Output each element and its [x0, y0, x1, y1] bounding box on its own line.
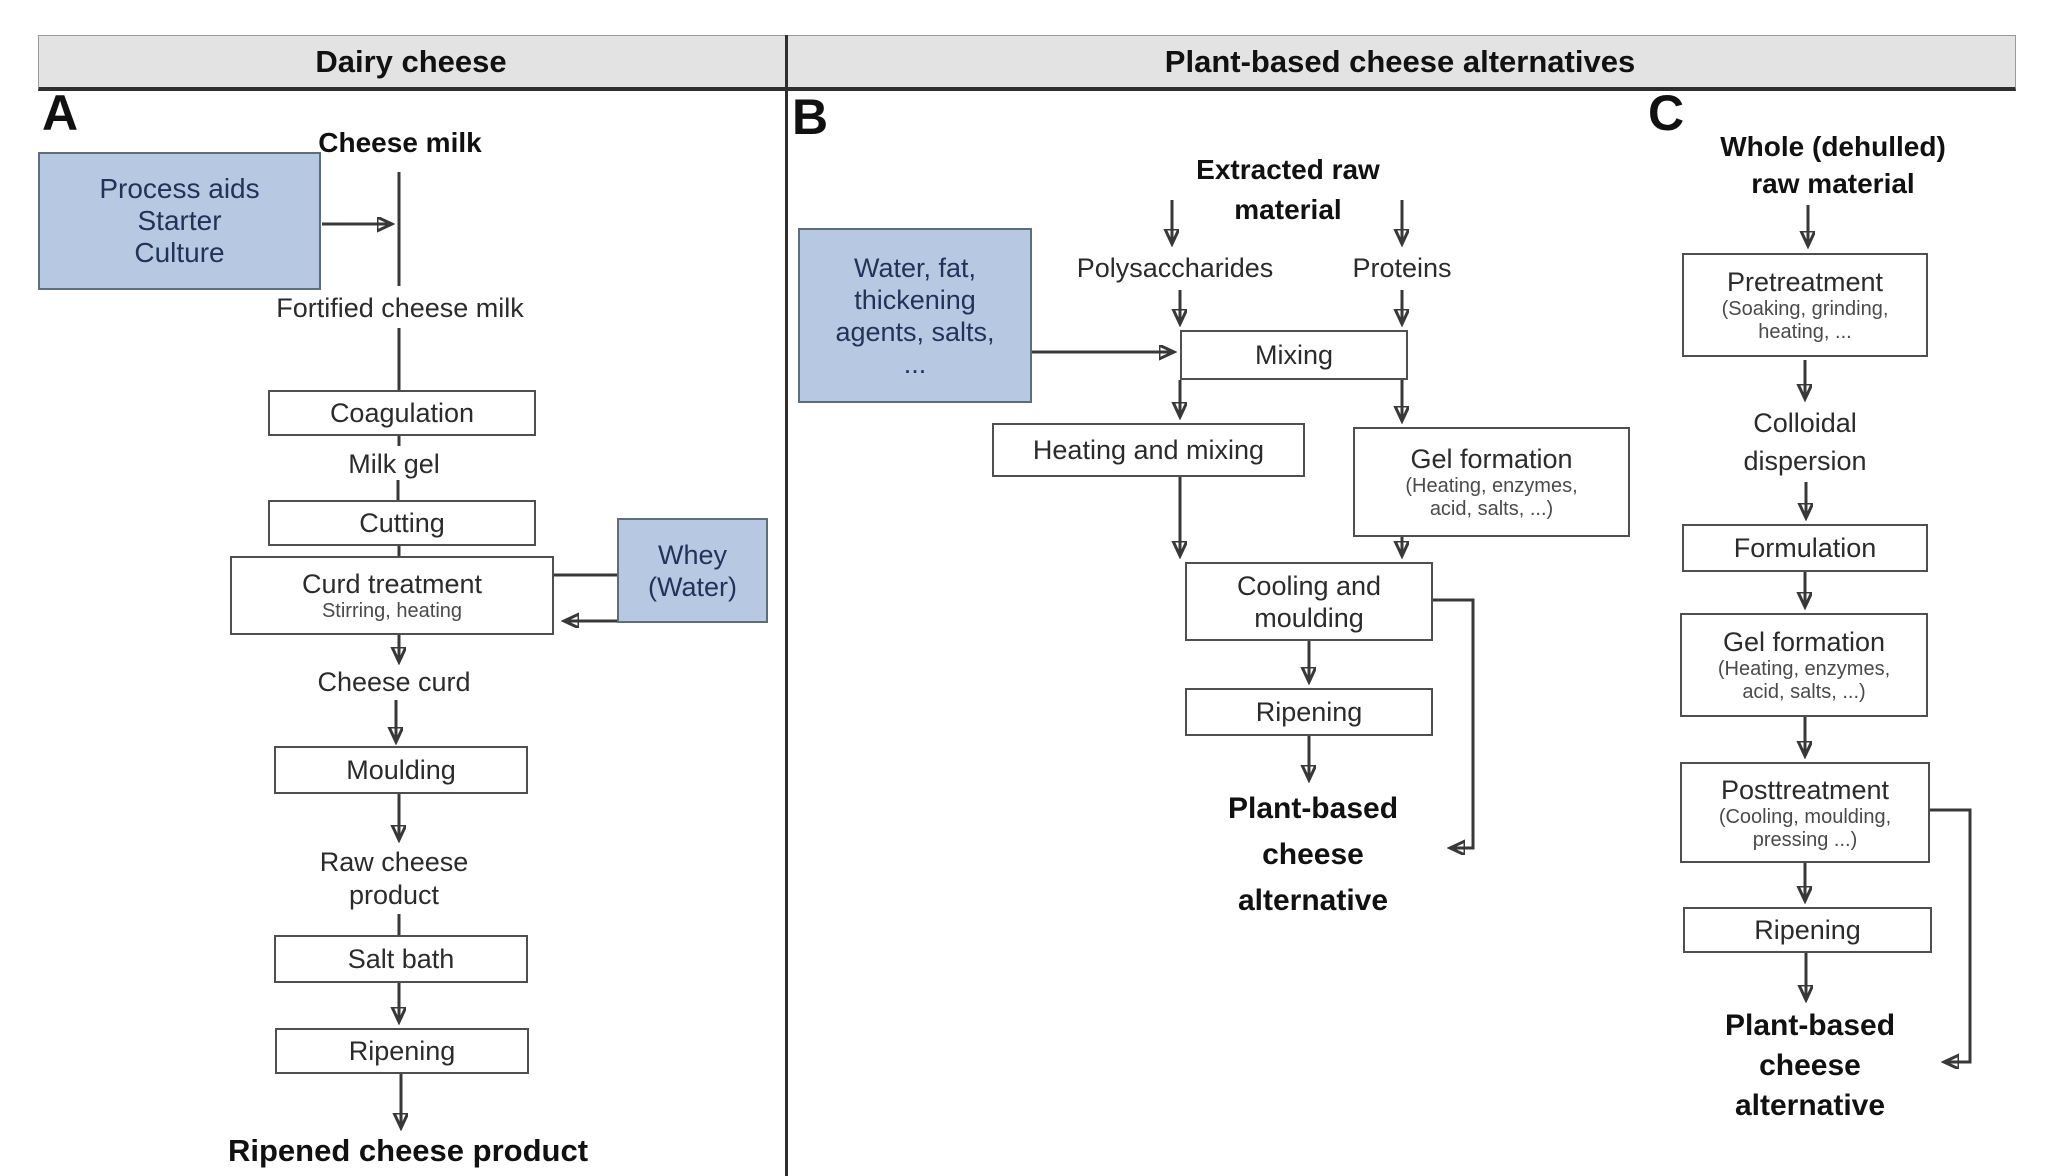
gel-formation-label-b: Gel formation	[1410, 444, 1573, 474]
pretreatment-sub: (Soaking, grinding,	[1721, 298, 1889, 320]
pretreatment-sub: heating, ...	[1758, 321, 1852, 343]
product-line-c: cheese	[1759, 1049, 1861, 1082]
cooling-and-moulding-box: Cooling and moulding	[1185, 562, 1433, 641]
fortified-cheese-milk-label: Fortified cheese milk	[276, 293, 524, 323]
panel-a-label: A	[42, 85, 79, 141]
heating-and-mixing-label: Heating and mixing	[1032, 435, 1265, 465]
mixing-box: Mixing	[1180, 330, 1408, 380]
heating-and-mixing-box: Heating and mixing	[992, 423, 1305, 477]
whey-box: Whey (Water)	[617, 518, 768, 623]
panel-divider	[785, 35, 788, 1176]
process-aids-line: Starter	[137, 205, 222, 236]
coagulation-box: Coagulation	[268, 390, 536, 436]
gel-formation-sub-c: acid, salts, ...)	[1742, 681, 1866, 703]
moulding-box: Moulding	[274, 746, 528, 794]
coagulation-label: Coagulation	[329, 398, 475, 428]
product-line-c: Plant-based	[1724, 1009, 1896, 1042]
salt-bath-label: Salt bath	[347, 944, 455, 974]
gel-formation-sub-b: (Heating, enzymes,	[1405, 475, 1578, 497]
water-fat-line: Water, fat,	[853, 252, 977, 283]
gel-formation-box-b: Gel formation (Heating, enzymes, acid, s…	[1353, 427, 1630, 537]
raw-cheese-line: product	[348, 880, 440, 910]
pretreatment-box: Pretreatment (Soaking, grinding, heating…	[1682, 253, 1928, 357]
formulation-box: Formulation	[1682, 524, 1928, 572]
water-fat-box: Water, fat, thickening agents, salts, ..…	[798, 228, 1032, 403]
gel-formation-sub-c: (Heating, enzymes,	[1717, 658, 1891, 680]
ripening-label-b: Ripening	[1255, 697, 1363, 727]
water-fat-line: ...	[903, 348, 927, 379]
posttreatment-box: Posttreatment (Cooling, moulding, pressi…	[1680, 762, 1930, 863]
gel-formation-sub-b: acid, salts, ...)	[1429, 498, 1554, 520]
moulding-label: Moulding	[346, 755, 456, 785]
panel-b-label: B	[792, 89, 829, 145]
process-aids-box: Process aids Starter Culture	[38, 152, 321, 290]
extracted-raw-line: material	[1234, 194, 1342, 225]
formulation-label: Formulation	[1733, 533, 1877, 563]
polysaccharides-label: Polysaccharides	[1076, 253, 1274, 283]
ripening-box-c: Ripening	[1683, 907, 1932, 953]
plant-based-cheese-alternative-label-c: Plant-based cheese alternative	[1725, 1006, 1895, 1126]
salt-bath-box: Salt bath	[274, 935, 528, 983]
ripened-cheese-product-label: Ripened cheese product	[227, 1133, 589, 1168]
cutting-label: Cutting	[359, 508, 445, 538]
whole-raw-line: raw material	[1751, 168, 1915, 199]
cooling-line: Cooling and	[1236, 570, 1382, 601]
ripening-box-b: Ripening	[1185, 688, 1433, 736]
colloidal-line: dispersion	[1743, 446, 1867, 476]
cooling-line: moulding	[1254, 602, 1364, 633]
cheese-milk-label: Cheese milk	[318, 127, 482, 158]
milk-gel-label: Milk gel	[348, 449, 440, 479]
whole-raw-line: Whole (dehulled)	[1720, 131, 1946, 162]
cheese-curd-label: Cheese curd	[317, 667, 471, 697]
plant-based-cheese-alternative-label-b: Plant-based cheese alternative	[1228, 786, 1398, 924]
process-aids-line: Culture	[134, 237, 225, 268]
water-fat-line: thickening	[854, 284, 976, 315]
product-line-c: alternative	[1734, 1089, 1886, 1122]
ripening-label-c: Ripening	[1754, 915, 1861, 945]
colloidal-dispersion-label: Colloidal dispersion	[1743, 404, 1866, 480]
arrow-posttreatment-bypass-c	[1930, 808, 1972, 1062]
gel-formation-label-c: Gel formation	[1722, 627, 1886, 657]
raw-cheese-line: Raw cheese	[319, 847, 469, 877]
posttreatment-sub: (Cooling, moulding,	[1718, 805, 1892, 828]
arrow-cooling-bypass-b	[1433, 598, 1475, 848]
extracted-raw-line: Extracted raw	[1196, 154, 1380, 185]
curd-treatment-label: Curd treatment	[301, 569, 483, 599]
cutting-box: Cutting	[268, 500, 536, 546]
product-line-b: cheese	[1262, 838, 1364, 871]
pretreatment-label: Pretreatment	[1726, 267, 1884, 297]
header-plant-based: Plant-based cheese alternatives	[1164, 44, 1636, 79]
panel-c-label: C	[1648, 85, 1685, 141]
mixing-label: Mixing	[1254, 340, 1334, 370]
ripening-label-a: Ripening	[348, 1036, 456, 1066]
colloidal-line: Colloidal	[1753, 408, 1857, 438]
curd-treatment-sublabel: Stirring, heating	[321, 600, 463, 622]
posttreatment-sub: pressing ...)	[1752, 828, 1858, 851]
whey-line: Whey	[657, 539, 728, 570]
process-aids-line: Process aids	[99, 173, 260, 204]
header-band	[38, 35, 2016, 91]
gel-formation-box-c: Gel formation (Heating, enzymes, acid, s…	[1680, 613, 1928, 717]
posttreatment-label: Posttreatment	[1720, 774, 1890, 805]
product-line-b: Plant-based	[1227, 792, 1399, 825]
whey-line: (Water)	[648, 571, 737, 602]
product-line-b: alternative	[1237, 884, 1389, 917]
header-dairy-cheese: Dairy cheese	[315, 44, 507, 79]
proteins-label: Proteins	[1352, 253, 1452, 283]
extracted-raw-material-label: Extracted raw material	[1196, 150, 1380, 230]
curd-treatment-box: Curd treatment Stirring, heating	[230, 556, 554, 635]
water-fat-line: agents, salts,	[835, 316, 995, 347]
whole-raw-material-label: Whole (dehulled) raw material	[1720, 128, 1946, 202]
ripening-box-a: Ripening	[275, 1028, 529, 1074]
raw-cheese-product-label: Raw cheese product	[320, 846, 469, 912]
